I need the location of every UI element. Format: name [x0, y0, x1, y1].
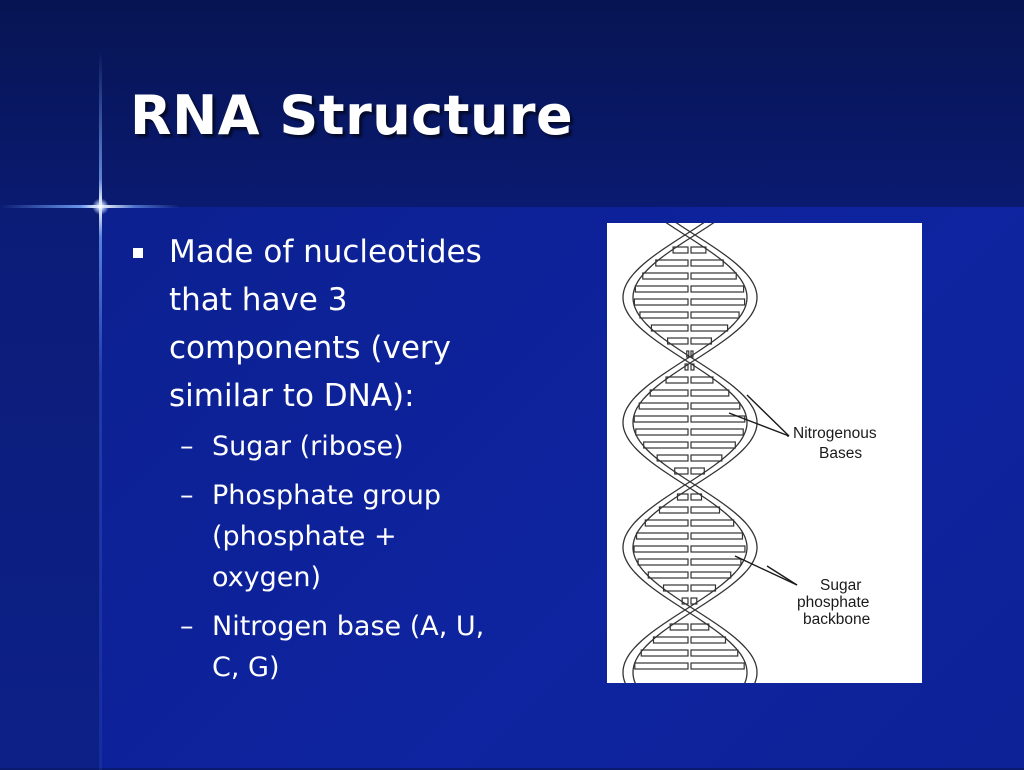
base-rung: [690, 350, 694, 358]
sub-item-line: (phosphate +: [212, 521, 397, 552]
base-rung: [690, 519, 735, 527]
sub-item-line: Phosphate group: [212, 480, 441, 511]
base-rung: [639, 311, 689, 319]
base-rung: [690, 272, 737, 280]
callout-lines: [728, 394, 798, 586]
base-rung: [647, 571, 689, 579]
base-rungs: [633, 246, 746, 670]
light-flare-vertical: [99, 50, 102, 770]
base-rung: [690, 441, 736, 449]
base-rung: [633, 545, 689, 553]
slide-title: RNA Structure: [130, 84, 574, 147]
label-phosphate: phosphate: [797, 594, 869, 611]
sub-bullet-list: – Sugar (ribose) – Phosphate group (phos…: [130, 426, 550, 688]
base-rung: [635, 532, 689, 540]
sub-item-sugar: – Sugar (ribose): [130, 426, 550, 467]
sub-item-line: oxygen): [212, 562, 322, 593]
sub-item-line: Nitrogen base (A, U,: [212, 611, 485, 642]
dash-marker: –: [180, 480, 194, 511]
label-backbone: backbone: [803, 611, 870, 628]
backbone-strands: [622, 223, 758, 683]
base-rung: [637, 558, 689, 566]
base-rung: [690, 571, 732, 579]
helix-illustration: Nitrogenous Bases Sugar phosphate backbo…: [622, 223, 877, 683]
label-sugar: Sugar: [820, 577, 861, 594]
base-rung: [690, 649, 739, 657]
sub-item-line: C, G): [212, 652, 280, 683]
base-rung: [690, 428, 744, 436]
callout-line-backbone-1: [734, 555, 798, 586]
base-rung: [649, 389, 689, 397]
base-rung: [690, 493, 703, 501]
title-area-background: [0, 0, 1024, 207]
base-rung: [690, 454, 723, 462]
base-rung: [633, 415, 689, 423]
base-rung: [690, 337, 713, 345]
base-rung: [690, 532, 744, 540]
base-rung: [690, 298, 746, 306]
base-rung: [690, 376, 714, 384]
label-bases: Bases: [819, 445, 862, 462]
bullet-line: Made of nucleotides: [169, 234, 482, 270]
base-rung: [644, 519, 689, 527]
base-rung: [690, 584, 717, 592]
base-rung: [690, 558, 742, 566]
base-rung: [635, 428, 689, 436]
bullet-item: Made of nucleotides that have 3 componen…: [130, 228, 550, 420]
dash-marker: –: [180, 611, 194, 642]
callout-line-backbone-2: [766, 565, 798, 586]
base-rung: [690, 285, 745, 293]
base-rung: [634, 662, 689, 670]
square-bullet-icon: [133, 248, 143, 258]
sub-item-nitrogen-base: – Nitrogen base (A, U, C, G): [130, 606, 550, 688]
strand-b-edge-2: [632, 223, 758, 683]
base-rung: [690, 506, 721, 514]
sub-item-phosphate: – Phosphate group (phosphate + oxygen): [130, 475, 550, 598]
strand-a-edge-1: [622, 223, 748, 683]
base-rung: [650, 324, 689, 332]
base-rung: [690, 662, 745, 670]
base-rung: [633, 298, 689, 306]
base-rung: [656, 454, 689, 462]
base-rung: [690, 636, 727, 644]
light-flare-star-icon: [92, 198, 109, 215]
callout-line-bases-1: [728, 412, 790, 437]
base-rung: [652, 636, 689, 644]
base-rung: [690, 545, 746, 553]
base-rung: [638, 402, 689, 410]
base-rung: [690, 259, 724, 267]
base-rung: [690, 389, 730, 397]
base-rung: [634, 285, 689, 293]
base-rung: [655, 259, 689, 267]
base-rung: [690, 246, 707, 254]
base-rung: [665, 376, 689, 384]
base-rung: [658, 506, 689, 514]
bullet-line: that have 3: [169, 282, 348, 318]
light-flare-horizontal: [0, 205, 180, 208]
bullet-line: components (very: [169, 330, 451, 366]
base-rung: [690, 415, 746, 423]
base-rung: [640, 649, 689, 657]
sub-item-line: Sugar (ribose): [212, 431, 404, 462]
base-rung: [690, 623, 710, 631]
strand-b-edge-1: [622, 223, 748, 683]
base-rung: [662, 584, 689, 592]
base-rung: [642, 272, 689, 280]
base-rung: [643, 441, 689, 449]
base-rung: [690, 324, 729, 332]
rna-helix-diagram: Nitrogenous Bases Sugar phosphate backbo…: [607, 223, 922, 683]
dash-marker: –: [180, 431, 194, 462]
base-rung: [690, 467, 705, 475]
base-rung: [690, 311, 740, 319]
slide-content: Made of nucleotides that have 3 componen…: [130, 228, 550, 696]
base-rung: [690, 402, 741, 410]
label-nitrogenous: Nitrogenous: [793, 425, 877, 442]
callout-line-bases-2: [746, 394, 790, 437]
bullet-line: similar to DNA):: [169, 378, 415, 414]
